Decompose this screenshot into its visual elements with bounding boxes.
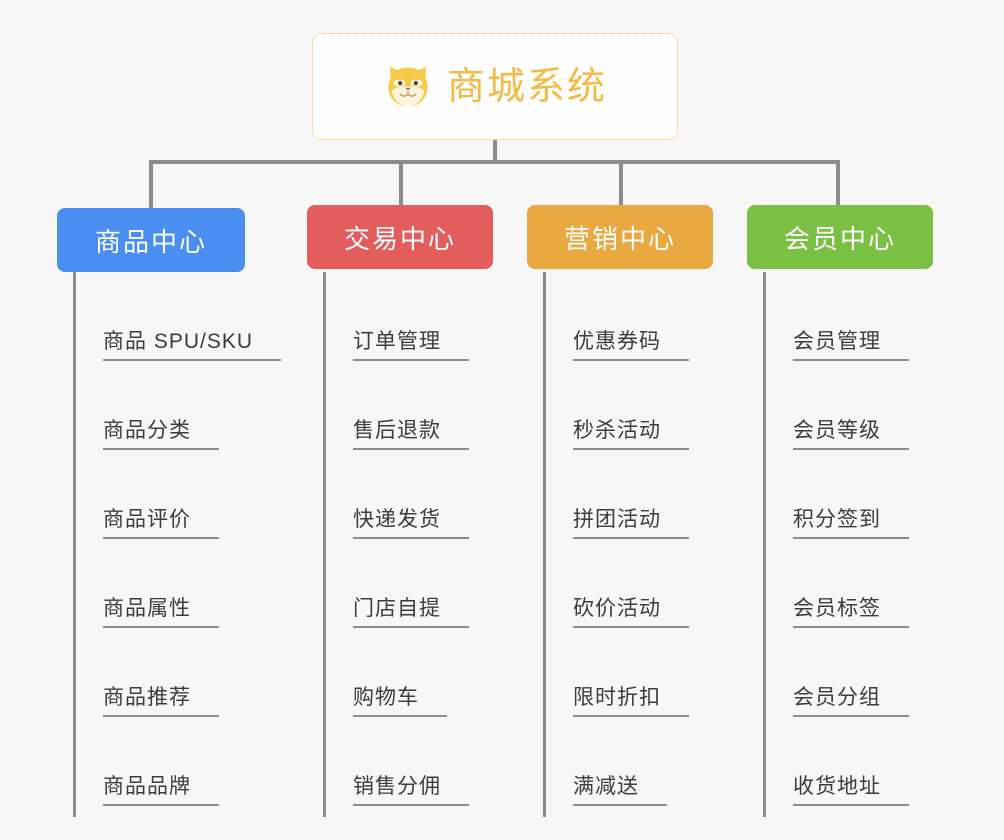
leaf-column-2: 订单管理 售后退款 快递发货 门店自提 购物车 销售分佣 [323,272,553,817]
leaf-item[interactable]: 商品分类 [73,361,303,450]
leaf-label: 优惠券码 [573,331,689,361]
leaf-item[interactable]: 秒杀活动 [543,361,773,450]
leaf-item[interactable]: 门店自提 [323,539,553,628]
leaf-label: 商品品牌 [103,776,219,806]
leaf-item[interactable]: 会员等级 [763,361,993,450]
leaf-item[interactable]: 商品品牌 [73,717,303,806]
leaf-column-1: 商品 SPU/SKU 商品分类 商品评价 商品属性 商品推荐 商品品牌 [73,272,303,817]
leaf-label: 限时折扣 [573,687,689,717]
branch-box-1[interactable]: 商品中心 [57,208,245,272]
leaf-label: 销售分佣 [353,776,469,806]
connector-drop-2 [399,160,403,207]
branch-label-2: 交易中心 [343,223,456,254]
shiba-dog-face-icon [388,66,428,107]
branch-box-4[interactable]: 会员中心 [747,205,933,269]
leaf-item[interactable]: 快递发货 [323,450,553,539]
leaf-item[interactable]: 收货地址 [763,717,993,806]
leaf-column-4: 会员管理 会员等级 积分签到 会员标签 会员分组 收货地址 [763,272,993,817]
leaf-item[interactable]: 购物车 [323,628,553,717]
leaf-spine-3 [543,272,546,817]
leaf-label: 快递发货 [353,509,469,539]
leaf-label: 商品属性 [103,598,219,628]
leaf-label: 商品 SPU/SKU [103,331,282,361]
leaf-item[interactable]: 会员分组 [763,628,993,717]
leaf-item[interactable]: 限时折扣 [543,628,773,717]
leaf-item[interactable]: 拼团活动 [543,450,773,539]
leaf-label: 商品分类 [103,420,219,450]
root-title: 商城系统 [446,65,607,108]
leaf-label: 售后退款 [353,420,469,450]
leaf-label: 购物车 [353,687,447,717]
branch-box-3[interactable]: 营销中心 [527,205,713,269]
leaf-item[interactable]: 满减送 [543,717,773,806]
branch-box-2[interactable]: 交易中心 [307,205,493,269]
leaf-label: 会员标签 [793,598,909,628]
leaf-spine-4 [763,272,766,817]
leaf-label: 收货地址 [793,776,909,806]
leaf-spine-2 [323,272,326,817]
branch-label-4: 会员中心 [783,223,896,254]
leaf-label: 秒杀活动 [573,420,689,450]
connector-drop-3 [619,160,623,207]
leaf-item[interactable]: 会员标签 [763,539,993,628]
leaf-item[interactable]: 销售分佣 [323,717,553,806]
leaf-label: 拼团活动 [573,509,689,539]
leaf-item[interactable]: 商品评价 [73,450,303,539]
leaf-item[interactable]: 会员管理 [763,272,993,361]
leaf-label: 订单管理 [353,331,469,361]
leaf-item[interactable]: 售后退款 [323,361,553,450]
leaf-item[interactable]: 优惠券码 [543,272,773,361]
leaf-label: 积分签到 [793,509,909,539]
connector-root-stem [493,140,497,164]
leaf-item[interactable]: 商品 SPU/SKU [73,272,303,361]
connector-drop-1 [149,160,153,210]
leaf-label: 满减送 [573,776,667,806]
connector-drop-4 [836,160,840,207]
leaf-item[interactable]: 订单管理 [323,272,553,361]
leaf-label: 会员管理 [793,331,909,361]
leaf-item[interactable]: 商品属性 [73,539,303,628]
leaf-label: 商品推荐 [103,687,219,717]
root-node[interactable]: 商城系统 [312,33,678,140]
leaf-label: 商品评价 [103,509,219,539]
leaf-label: 会员等级 [793,420,909,450]
leaf-label: 砍价活动 [573,598,689,628]
connector-horizontal-bus [150,160,838,164]
leaf-label: 门店自提 [353,598,469,628]
branch-label-1: 商品中心 [94,226,207,257]
leaf-spine-1 [73,272,76,817]
branch-label-3: 营销中心 [563,223,676,254]
leaf-item[interactable]: 商品推荐 [73,628,303,717]
leaf-column-3: 优惠券码 秒杀活动 拼团活动 砍价活动 限时折扣 满减送 [543,272,773,817]
leaf-label: 会员分组 [793,687,909,717]
leaf-item[interactable]: 砍价活动 [543,539,773,628]
leaf-item[interactable]: 积分签到 [763,450,993,539]
